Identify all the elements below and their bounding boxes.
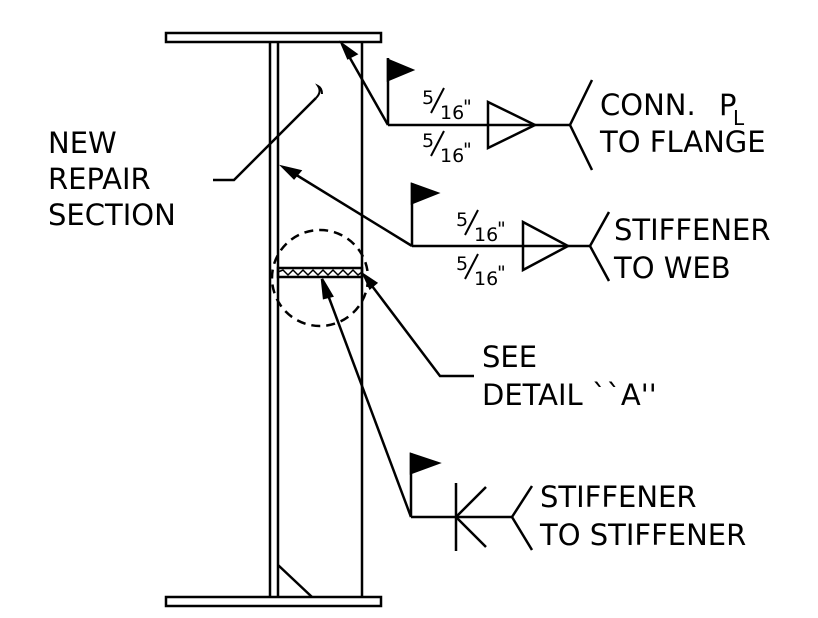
new-repair-leader bbox=[213, 83, 323, 182]
stiffener-web-label: STIFFENER TO WEB bbox=[613, 213, 771, 285]
field-weld-flag-stiff bbox=[409, 452, 442, 475]
fraction-denominator: 16 bbox=[440, 102, 464, 124]
arrowhead-conn bbox=[339, 40, 359, 60]
new-label: NEW bbox=[48, 126, 117, 160]
to-web-label: TO WEB bbox=[613, 251, 731, 285]
fraction-numerator: 5 bbox=[456, 253, 468, 275]
plate-symbol: P L bbox=[719, 88, 745, 130]
repair-label: REPAIR bbox=[48, 162, 151, 196]
conn-label: CONN. bbox=[600, 88, 696, 122]
fraction-denominator: 16 bbox=[440, 145, 464, 167]
arrowhead-web bbox=[279, 164, 303, 180]
weld-size-conn-bottom: 5 16 " bbox=[422, 130, 472, 167]
stiffener-weld-band bbox=[276, 266, 364, 279]
detail-a-label: DETAIL ``A'' bbox=[482, 378, 657, 412]
flare-bevel-lines bbox=[454, 486, 487, 548]
see-detail-label: SEE DETAIL ``A'' bbox=[482, 340, 657, 412]
fraction-numerator: 5 bbox=[456, 209, 468, 231]
inch-mark: " bbox=[497, 218, 506, 240]
fraction-denominator: 16 bbox=[474, 224, 498, 246]
see-detail-leader bbox=[361, 271, 474, 378]
plate-symbol-p: P bbox=[719, 88, 737, 122]
weld-symbol-stiffener-web bbox=[279, 164, 611, 282]
see-label: SEE bbox=[482, 340, 537, 374]
weld-symbol-stiffener-stiffener bbox=[320, 278, 534, 551]
plate-symbol-l: L bbox=[733, 106, 745, 130]
tail-conn bbox=[568, 79, 594, 171]
inch-mark: " bbox=[463, 96, 472, 118]
stiffener-stiffener-label: STIFFENER TO STIFFENER bbox=[539, 480, 746, 552]
weld-size-conn-top: 5 16 " bbox=[422, 87, 472, 124]
field-weld-flag-web bbox=[410, 182, 441, 205]
fillet-triangle-conn bbox=[486, 99, 538, 151]
weld-size-web-top: 5 16 " bbox=[456, 209, 506, 246]
arrow-line-web bbox=[284, 166, 413, 248]
weld-size-web: 5 16 " 5 16 " bbox=[456, 209, 506, 290]
arrowhead-stiff bbox=[320, 278, 334, 300]
fraction-numerator: 5 bbox=[422, 130, 434, 152]
top-flange bbox=[164, 31, 383, 44]
weld-hatch bbox=[277, 268, 363, 277]
to-stiffener-label: TO STIFFENER bbox=[539, 518, 746, 552]
conn-plate-label: CONN. P L TO FLANGE bbox=[599, 88, 766, 159]
fraction-denominator: 16 bbox=[474, 268, 498, 290]
stiffener-label-2: STIFFENER bbox=[540, 480, 697, 514]
inch-mark: " bbox=[497, 262, 506, 284]
section-label: SECTION bbox=[48, 198, 176, 232]
i-beam bbox=[164, 31, 383, 608]
inch-mark: " bbox=[463, 139, 472, 161]
fillet-triangle-web bbox=[521, 219, 571, 273]
field-weld-flag-conn bbox=[386, 58, 416, 82]
to-flange-label: TO FLANGE bbox=[599, 125, 766, 159]
weld-size-web-bottom: 5 16 " bbox=[456, 253, 506, 290]
tail-stiff bbox=[510, 485, 534, 551]
bottom-flange bbox=[164, 595, 383, 608]
weld-size-conn: 5 16 " 5 16 " bbox=[422, 87, 472, 167]
arrow-line-stiff bbox=[320, 278, 413, 518]
weld-symbol-conn-plate bbox=[339, 40, 594, 171]
tail-web bbox=[588, 211, 611, 282]
stiffener-label: STIFFENER bbox=[614, 213, 771, 247]
corner-clip-weld bbox=[277, 564, 313, 598]
new-repair-section-label: NEW REPAIR SECTION bbox=[48, 126, 176, 232]
fraction-numerator: 5 bbox=[422, 87, 434, 109]
